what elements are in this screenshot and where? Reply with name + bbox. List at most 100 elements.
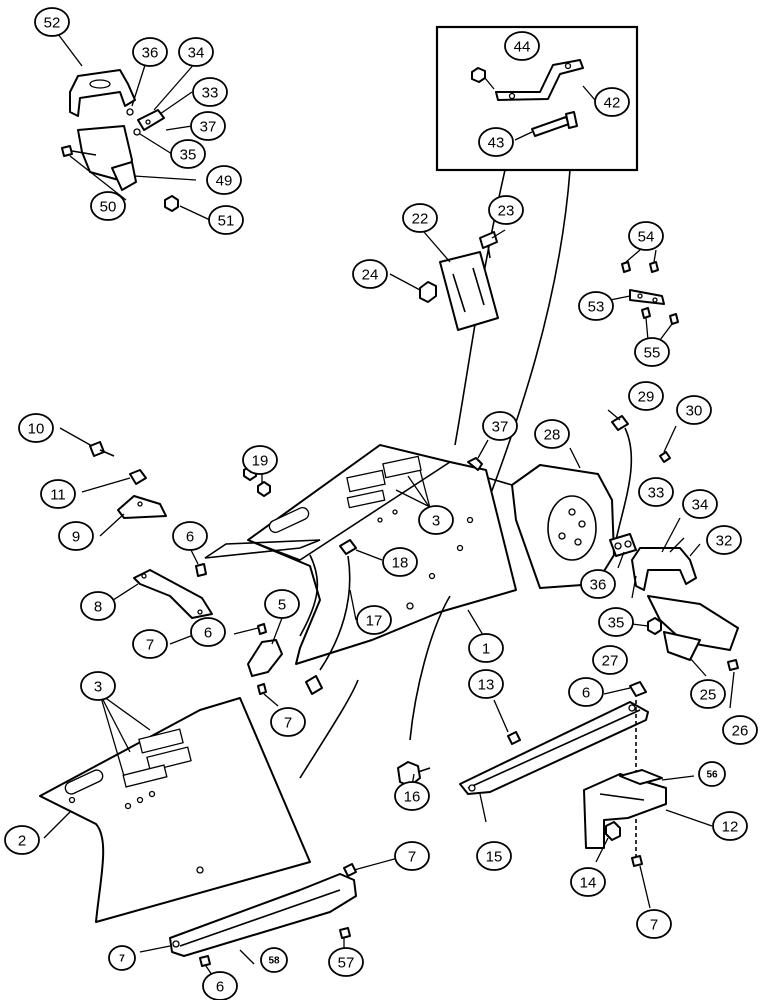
callout-42: 42 [594, 87, 630, 117]
callout-label: 42 [604, 95, 621, 112]
callout-label: 33 [648, 485, 665, 502]
callout-label: 29 [638, 389, 655, 406]
callout-label: 17 [366, 613, 383, 630]
drum-housing [487, 409, 677, 589]
callout-35: 35 [170, 139, 206, 169]
callout-52: 52 [34, 7, 70, 37]
callout-53: 53 [578, 291, 614, 321]
callout-27: 27 [592, 645, 628, 675]
callout-label: 33 [202, 85, 219, 102]
callout-label: 52 [44, 15, 61, 32]
callout-label: 22 [412, 211, 429, 228]
callout-7: 7 [132, 629, 168, 659]
callout-label: 43 [488, 135, 505, 152]
callout-14: 14 [570, 867, 606, 897]
callout-label: 6 [582, 685, 590, 702]
callout-6: 6 [172, 521, 208, 551]
callout-label: 27 [602, 653, 619, 670]
callout-label: 36 [590, 577, 607, 594]
callout-36: 36 [132, 37, 168, 67]
inset-leader-right [474, 169, 571, 536]
callout-label: 7 [650, 917, 658, 934]
callout-label: 7 [284, 715, 292, 732]
callout-label: 58 [268, 956, 280, 967]
callout-22: 22 [402, 203, 438, 233]
callout-label: 7 [119, 954, 125, 965]
callout-7: 7 [636, 909, 672, 939]
callout-6: 6 [568, 677, 604, 707]
callout-label: 50 [100, 199, 117, 216]
main-housing [204, 444, 517, 779]
callout-label: 15 [486, 849, 503, 866]
callout-36: 36 [580, 569, 616, 599]
callout-label: 44 [514, 39, 531, 56]
callout-label: 6 [186, 529, 194, 546]
callout-label: 53 [588, 299, 605, 316]
callout-30: 30 [676, 395, 712, 425]
right-rail [459, 681, 713, 909]
callout-16: 16 [394, 781, 430, 811]
callout-label: 55 [644, 345, 661, 362]
callout-7: 7 [270, 707, 306, 737]
callout-8: 8 [80, 591, 116, 621]
callout-9: 9 [58, 521, 94, 551]
callout-label: 7 [408, 849, 416, 866]
callout-label: 2 [18, 833, 26, 850]
callout-24: 24 [352, 259, 388, 289]
callout-49: 49 [206, 165, 242, 195]
callout-label: 30 [686, 403, 703, 420]
callout-18: 18 [382, 547, 418, 577]
callout-44: 44 [504, 31, 540, 61]
callout-26: 26 [722, 715, 758, 745]
callout-25: 25 [690, 679, 726, 709]
callout-label: 57 [338, 955, 355, 972]
callout-label: 24 [362, 267, 379, 284]
callout-50: 50 [90, 191, 126, 221]
small-bracket-right [609, 249, 679, 341]
callout-33: 33 [638, 477, 674, 507]
callout-label: 37 [200, 119, 217, 136]
callout-label: 14 [580, 875, 597, 892]
callout-label: 12 [722, 819, 739, 836]
callout-label: 19 [252, 453, 269, 470]
callout-55: 55 [634, 337, 670, 367]
callout-15: 15 [476, 841, 512, 871]
callout-label: 23 [498, 203, 515, 220]
callout-label: 34 [188, 45, 205, 62]
callout-51: 51 [208, 205, 244, 235]
callout-label: 16 [404, 789, 421, 806]
callout-19: 19 [242, 445, 278, 475]
callout-33: 33 [192, 77, 228, 107]
callout-11: 11 [40, 479, 76, 509]
callout-label: 7 [146, 637, 154, 654]
callout-6: 6 [202, 971, 238, 1000]
callout-34: 34 [178, 37, 214, 67]
callout-7: 7 [394, 841, 430, 871]
callout-label: 32 [716, 533, 733, 550]
callout-5: 5 [264, 589, 300, 619]
callout-label: 36 [142, 45, 159, 62]
callout-label: 9 [72, 529, 80, 546]
callout-58: 58 [260, 947, 288, 973]
callout-1: 1 [468, 633, 504, 663]
bracket-assembly-right [609, 517, 739, 709]
callout-label: 11 [50, 487, 66, 504]
callout-label: 10 [28, 421, 45, 438]
callout-label: 6 [216, 979, 224, 996]
strap-parts [397, 699, 521, 787]
callout-43: 43 [478, 127, 514, 157]
callout-label: 1 [482, 641, 490, 658]
callout-23: 23 [488, 195, 524, 225]
callout-label: 3 [94, 679, 102, 696]
lower-housing [39, 693, 311, 923]
callout-12: 12 [712, 811, 748, 841]
callout-7: 7 [108, 945, 136, 971]
callout-10: 10 [18, 413, 54, 443]
callout-label: 34 [692, 497, 709, 514]
callout-54: 54 [628, 221, 664, 251]
plate-assembly [389, 229, 506, 331]
callout-label: 8 [94, 599, 102, 616]
callout-3: 3 [418, 505, 454, 535]
